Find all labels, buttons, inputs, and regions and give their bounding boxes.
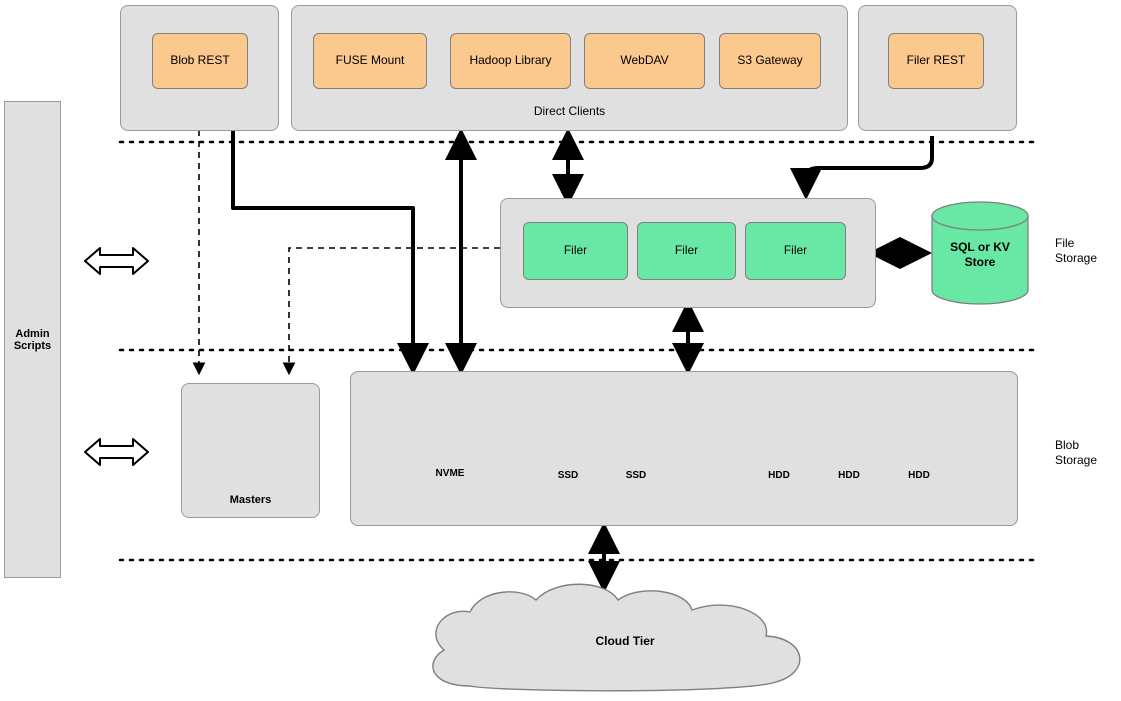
client-hadoop-library[interactable]: Hadoop Library	[450, 33, 571, 89]
masters-group	[181, 383, 320, 518]
direct-clients-label: Direct Clients	[533, 104, 606, 118]
tier-label-blob-storage: Blob Storage	[1055, 438, 1115, 468]
admin-arrow-file	[84, 247, 149, 275]
tier-label-file-line2: Storage	[1055, 251, 1098, 265]
volume-label-nvme: NVME	[435, 468, 465, 479]
client-blob-rest[interactable]: Blob REST	[152, 33, 248, 89]
volume-label-hdd-1: HDD	[768, 470, 790, 481]
sql-kv-store-label-line2: Store	[964, 255, 996, 269]
tier-label-file-line1: File	[1055, 236, 1075, 250]
filer-node-2[interactable]: Filer	[637, 222, 736, 280]
admin-scripts-panel[interactable]: Admin Scripts	[4, 101, 61, 578]
client-filer-rest[interactable]: Filer REST	[888, 33, 984, 89]
client-webdav[interactable]: WebDAV	[584, 33, 705, 89]
tier-label-file-storage: File Storage	[1055, 236, 1115, 266]
admin-scripts-label: Admin Scripts	[14, 328, 51, 352]
masters-label: Masters	[229, 494, 272, 506]
filer-rest-to-filers	[790, 136, 934, 200]
blob-rest-to-volumes	[231, 130, 429, 375]
admin-arrow-blob	[84, 438, 149, 466]
volume-servers-group	[350, 371, 1018, 526]
volume-label-hdd-2: HDD	[838, 470, 860, 481]
tier-label-blob-line1: Blob	[1055, 438, 1080, 452]
cloud-tier-shape	[432, 583, 801, 692]
sql-kv-store-label: SQL or KV Store	[932, 240, 1028, 270]
client-s3-gateway[interactable]: S3 Gateway	[719, 33, 821, 89]
filer-node-3[interactable]: Filer	[745, 222, 846, 280]
volume-label-ssd-1: SSD	[557, 470, 579, 481]
admin-scripts-line2: Scripts	[13, 339, 52, 352]
cloud-tier-label: Cloud Tier	[595, 634, 655, 648]
sql-kv-store-label-line1: SQL or KV	[950, 240, 1010, 254]
sql-kv-store-cylinder	[931, 201, 1029, 305]
filer-node-1[interactable]: Filer	[523, 222, 628, 280]
tier-label-blob-line2: Storage	[1055, 453, 1098, 467]
admin-scripts-line1: Admin	[15, 327, 50, 340]
volume-label-hdd-3: HDD	[908, 470, 930, 481]
volume-label-ssd-2: SSD	[625, 470, 647, 481]
filer-to-masters-dashed	[282, 247, 500, 376]
client-fuse-mount[interactable]: FUSE Mount	[313, 33, 427, 89]
